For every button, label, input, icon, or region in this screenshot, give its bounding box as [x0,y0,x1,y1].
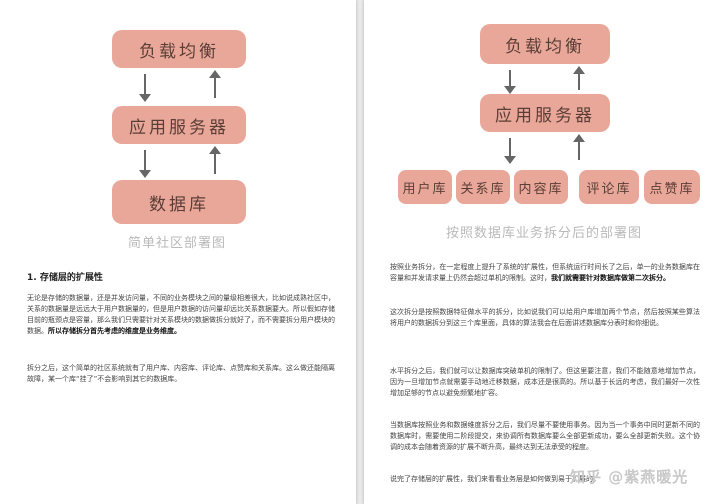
paragraph-1: 按照业务拆分，在一定程度上提升了系统的扩展性，但系统运行时间长了之后，单一的业务… [390,263,700,282]
relation-db-box: 关系库 [456,170,510,204]
diagram-caption: 按照数据库业务拆分后的部署图 [446,226,643,241]
user-db-box: 用户库 [398,170,452,204]
arrow-down-icon [504,70,516,94]
paragraph-5: 说完了存储层的扩展性，我们来看看业务层是如何做到易于扩展的。 [390,475,600,483]
paragraph-2: 这次拆分是按照数据特征做水平的拆分，比如说我们可以给用户库增加两个节点，然后按照… [390,308,700,327]
load-balancer-box: 负载均衡 [112,30,246,68]
diagram-caption: 简单社区部署图 [128,236,227,251]
arrow-up-icon [573,134,585,160]
arrow-down-icon [139,150,151,178]
arrow-down-icon [139,74,151,102]
arrow-up-icon [209,70,221,98]
right-page: 负载均衡 应用服务器 用户库 关系库 内容库 评论库 点赞库 按照数据库业务拆分… [364,0,720,504]
section-heading: 1. 存储层的扩展性 [27,273,103,283]
paragraph-1: 无论是存储的数据量，还是并发访问量，不同的业务模块之间的量级相差很大，比如说成熟… [27,294,335,335]
arrow-up-icon [573,66,585,90]
paragraph-4: 当数据库按照业务和数据维度拆分之后，我们尽量不要使用事务。因为当一个事务中同时更… [390,421,700,451]
database-box: 数据库 [112,180,246,224]
app-server-box: 应用服务器 [480,94,610,132]
left-page: 负载均衡 应用服务器 数据库 简单社区部署图 1. 存储层的扩展性 无论是存储的… [0,0,356,504]
app-server-box: 应用服务器 [112,106,246,144]
arrow-up-icon [209,146,221,174]
watermark: 知乎 @紫燕暖光 [570,468,689,486]
like-db-box: 点赞库 [644,170,700,204]
arrow-down-icon [504,138,516,164]
paragraph-2: 拆分之后，这个简单的社区系统就有了用户库、内容库、评论库、点赞库和关系库。这么做… [27,364,335,383]
load-balancer-box: 负载均衡 [480,24,610,64]
paragraph-3: 水平拆分之后，我们就可以让数据库突破单机的限制了。但这里要注意，我们不能随意地增… [390,367,700,397]
comment-db-box: 评论库 [579,170,639,204]
content-db-box: 内容库 [514,170,568,204]
